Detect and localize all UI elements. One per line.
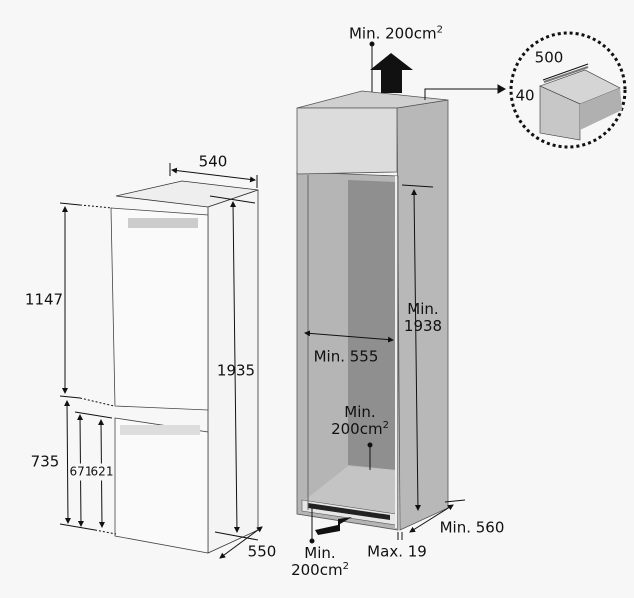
bottom-vent-sup: 2 [342, 561, 349, 572]
airflow-up-arrow-icon [370, 53, 413, 93]
detail-inset [509, 31, 627, 149]
airflow-in-arrow-icon [315, 517, 352, 535]
detail-height-label: 40 [515, 86, 535, 105]
top-vent-sup: 2 [436, 24, 444, 36]
fridge-height-label: 1935 [216, 361, 256, 380]
fridge-621-label: 621 [90, 463, 114, 481]
inner-width-label: Min. 555 [313, 347, 379, 366]
fridge-671-label: 671 [69, 463, 93, 481]
cabinet-depth-label: Min. 560 [439, 518, 505, 537]
fridge-width-label: 540 [198, 152, 228, 171]
rear-vent-label: Min.200cm2 [331, 404, 389, 438]
bottom-vent-line2: 200cm [291, 561, 343, 579]
rear-vent-line2: 200cm [331, 420, 383, 438]
bottom-vent-label: Min.200cm2 [291, 545, 349, 579]
inner-height-label: Min.1938 [404, 301, 442, 335]
door-gap-label: Max. 19 [367, 542, 427, 561]
fridge-depth-label: 550 [247, 542, 277, 561]
inner-height-line2: 1938 [403, 317, 443, 335]
inner-height-line1: Min. [407, 300, 439, 318]
detail-width-label: 500 [534, 48, 564, 67]
top-vent-label: Min. 200cm2 [348, 24, 444, 43]
top-vent-text: Min. 200cm [348, 24, 437, 43]
rear-vent-sup: 2 [382, 420, 389, 431]
cabinet-illustration [296, 53, 449, 535]
bottom-vent-line1: Min. [304, 544, 336, 562]
rear-vent-line1: Min. [344, 403, 376, 421]
cabinet-dimension-lines [304, 41, 507, 544]
fridge-lower-door-label: 735 [30, 452, 60, 471]
fridge-upper-door-label: 1147 [24, 290, 64, 309]
